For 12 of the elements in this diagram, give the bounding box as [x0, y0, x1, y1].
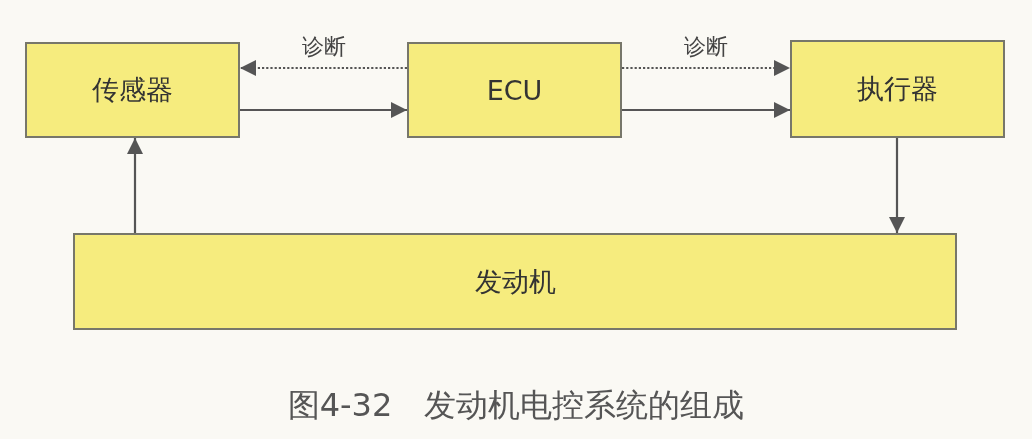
arrow [889, 138, 905, 233]
component-box: 传感器 [25, 42, 240, 138]
figure-caption: 图4-32 发动机电控系统的组成 [286, 385, 746, 426]
arrow [240, 102, 407, 118]
component-box: 发动机 [73, 233, 957, 330]
arrow [622, 102, 790, 118]
component-box: 执行器 [790, 40, 1005, 138]
component-box: ECU [407, 42, 622, 138]
arrow [240, 60, 407, 76]
edge-label: 诊断 [681, 34, 731, 60]
arrow [622, 60, 790, 76]
arrow [127, 138, 143, 233]
